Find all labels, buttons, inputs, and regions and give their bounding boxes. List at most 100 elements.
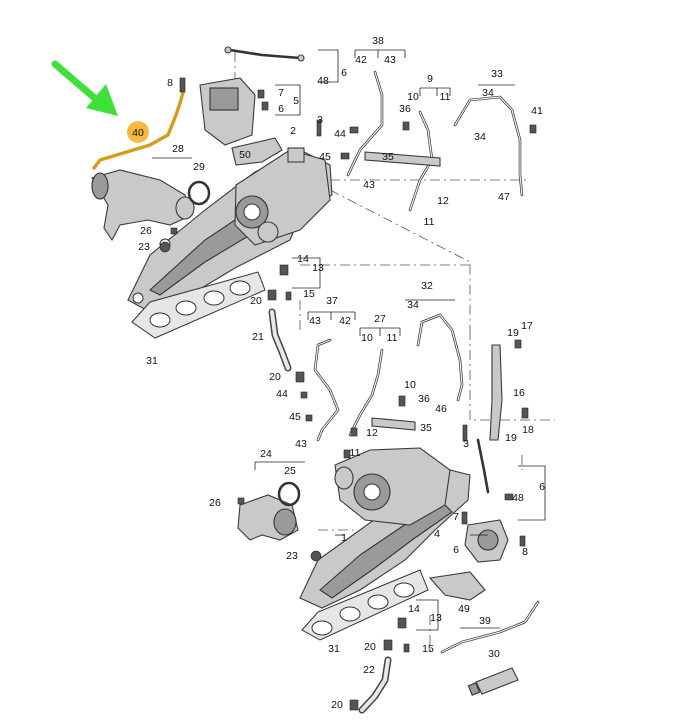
- callout-31b: 31: [328, 643, 340, 655]
- callout-20b: 20: [269, 371, 281, 383]
- callout-25: 25: [284, 465, 296, 477]
- callout-7b: 7: [453, 511, 459, 523]
- callout-10a: 10: [407, 91, 419, 103]
- callout-26b: 26: [209, 497, 221, 509]
- lower-manifold-gasket: [301, 569, 429, 641]
- callout-leaders: [152, 49, 546, 631]
- callout-35a: 35: [382, 151, 394, 163]
- callout-34c: 34: [407, 299, 419, 311]
- callout-13b: 13: [430, 612, 442, 624]
- callout-21: 21: [252, 331, 264, 343]
- callout-11b: 11: [424, 216, 435, 228]
- callout-22: 22: [363, 664, 375, 676]
- callout-44a: 44: [334, 128, 346, 140]
- highlight-label: 40: [132, 127, 144, 139]
- upper-turbocharger: [234, 147, 331, 246]
- callout-11c: 11: [387, 332, 398, 344]
- callout-43a: 43: [384, 54, 396, 66]
- callout-47: 47: [498, 191, 510, 203]
- callout-44b: 44: [276, 388, 288, 400]
- callout-11d: 11: [350, 447, 361, 459]
- middle-oil-pipe-27: [348, 348, 384, 437]
- callout-43b: 43: [363, 179, 375, 191]
- callout-34a: 34: [482, 87, 494, 99]
- callout-9: 9: [427, 73, 433, 85]
- fasteners: [159, 77, 537, 711]
- callout-45b: 45: [289, 411, 301, 423]
- sealant-tube-30: [467, 667, 519, 696]
- callout-20c: 20: [364, 641, 376, 653]
- callout-31a: 31: [146, 355, 158, 367]
- middle-bracket-16: [489, 344, 503, 441]
- callout-5: 5: [293, 95, 299, 107]
- callout-4: 4: [434, 528, 440, 540]
- highlighted-part-40: [92, 90, 185, 170]
- callout-1: 1: [341, 532, 347, 544]
- upper-oil-return-hose-21: [268, 308, 292, 372]
- callout-14a: 14: [297, 253, 309, 265]
- callout-8a: 8: [167, 77, 173, 89]
- upper-o-ring: [187, 180, 211, 206]
- callout-37: 37: [326, 295, 338, 307]
- callout-29: 29: [193, 161, 205, 173]
- callout-34b: 34: [474, 131, 486, 143]
- callout-42a: 42: [355, 54, 367, 66]
- callout-3b: 3: [463, 438, 469, 450]
- callout-43d: 43: [295, 438, 307, 450]
- callout-20d: 20: [331, 699, 343, 711]
- callout-36b: 36: [418, 393, 430, 405]
- callout-46: 46: [435, 403, 447, 415]
- upper-sensor-line-6: [224, 46, 305, 62]
- lower-turbocharger: [334, 447, 451, 526]
- callout-18: 18: [522, 424, 534, 436]
- middle-coolant-pipe-37: [313, 338, 340, 442]
- assembly-guide-lines: [234, 52, 555, 655]
- callout-39: 39: [479, 615, 491, 627]
- upper-actuator: [199, 77, 256, 146]
- callout-41: 41: [531, 105, 543, 117]
- callout-48b: 48: [512, 492, 524, 504]
- lower-intake-elbow: [237, 494, 299, 541]
- callout-38: 38: [372, 35, 384, 47]
- callout-48a: 48: [317, 75, 329, 87]
- callout-8b: 8: [522, 546, 528, 558]
- middle-bracket-35: [371, 417, 416, 431]
- callout-49: 49: [458, 603, 470, 615]
- callout-32: 32: [421, 280, 433, 292]
- callout-50: 50: [239, 149, 251, 161]
- callout-6a: 6: [341, 67, 347, 79]
- callout-23a: 23: [138, 241, 150, 253]
- callout-28: 28: [172, 143, 184, 155]
- callout-19b: 19: [505, 432, 517, 444]
- callout-16: 16: [513, 387, 525, 399]
- callout-6b: 6: [278, 103, 284, 115]
- callout-42b: 42: [339, 315, 351, 327]
- callout-15b: 15: [422, 643, 434, 655]
- lower-bracket-49: [428, 571, 486, 601]
- callout-13a: 13: [312, 262, 324, 274]
- callout-43c: 43: [309, 315, 321, 327]
- lower-actuator-rod: [476, 438, 490, 494]
- callout-15a: 15: [303, 288, 315, 300]
- callout-12b: 12: [366, 427, 378, 439]
- callout-labels: 38 42 43 9 10 11 33 34 34 8 48 6 7 6 5 3…: [138, 35, 545, 711]
- callout-2: 2: [290, 125, 296, 137]
- callout-6c: 6: [539, 481, 545, 493]
- callout-19a: 19: [507, 327, 519, 339]
- callout-35b: 35: [420, 422, 432, 434]
- green-pointer-arrow: [51, 60, 118, 116]
- callout-33: 33: [491, 68, 503, 80]
- callout-14b: 14: [408, 603, 420, 615]
- callout-10b: 10: [361, 332, 373, 344]
- lower-oil-return-hose-22: [358, 656, 392, 714]
- callout-45a: 45: [319, 151, 331, 163]
- callout-26a: 26: [140, 225, 152, 237]
- callout-23b: 23: [286, 550, 298, 562]
- callout-24: 24: [260, 448, 272, 460]
- callout-30: 30: [488, 648, 500, 660]
- upper-coolant-pipe-33: [453, 95, 524, 197]
- callout-27: 27: [374, 313, 386, 325]
- callout-12a: 12: [437, 195, 449, 207]
- highlight-badge: 40: [127, 121, 149, 143]
